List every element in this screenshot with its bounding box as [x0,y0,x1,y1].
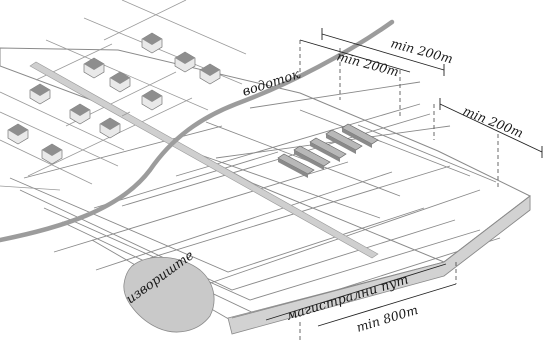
house-icon [141,89,163,111]
slab-front-edge [227,195,531,335]
houses [7,32,221,165]
label-dim-right: min 200m [461,103,526,141]
label-dim-bottom: min 800m [354,302,419,335]
house-icon [141,32,163,54]
highway-road [29,61,379,259]
dimension-lines [265,28,543,327]
spring-area [123,256,215,333]
house-icon [69,103,91,125]
label-dim-top-inner: min 200m [335,48,400,79]
watercourse [0,19,395,243]
house-icon [99,117,121,139]
extension-lines [299,40,499,340]
label-dim-top-outer: min 200m [389,35,454,66]
industrial-facility [277,123,379,178]
house-icon [109,71,131,93]
house-icon [83,57,105,79]
field-grid [9,81,501,330]
house-icon [29,83,51,105]
house-icon [174,51,196,73]
house-icon [41,143,63,165]
house-icon [199,63,221,85]
house-icon [7,123,29,145]
